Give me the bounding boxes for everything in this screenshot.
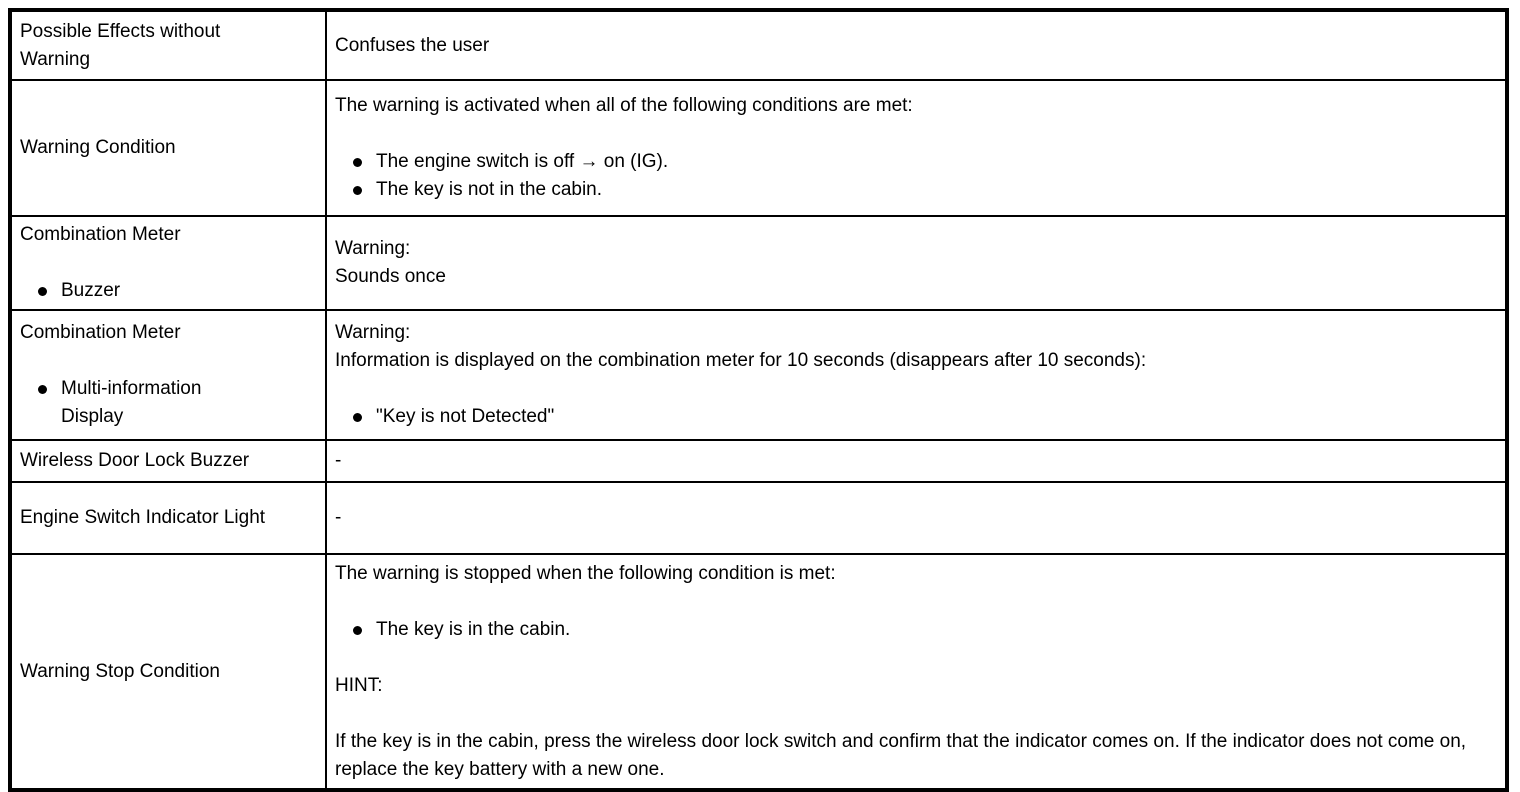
content-text-line: HINT: bbox=[335, 674, 383, 696]
content-text-line: Sounds once bbox=[335, 266, 446, 287]
row-label-cell: Warning Stop Condition bbox=[9, 553, 327, 791]
label-text-block: Wireless Door Lock Buzzer bbox=[20, 447, 272, 475]
table-row: Engine Switch Indicator Light - bbox=[9, 481, 1508, 555]
content-bullet-text: "Key is not Detected" bbox=[376, 406, 555, 427]
bullet-icon bbox=[38, 385, 47, 394]
content-text-line: Warning: bbox=[335, 322, 411, 343]
bullet-icon bbox=[353, 158, 362, 167]
row-content-cell: - bbox=[325, 481, 1508, 555]
label-text-line: Possible Effects without Warning bbox=[20, 20, 221, 70]
content-bullet-list: The key is in the cabin. bbox=[335, 616, 1497, 644]
label-bullet-text: Multi-information Display bbox=[61, 378, 202, 427]
warning-spec-table: Possible Effects without Warning Confuses… bbox=[8, 8, 1509, 792]
table-row: Wireless Door Lock Buzzer - bbox=[9, 439, 1508, 483]
label-text-block: Possible Effects without Warning bbox=[20, 18, 272, 74]
content-bullet-list: The engine switch is off → on (IG). The k… bbox=[335, 148, 1497, 204]
content-text-line: If the key is in the cabin, press the wi… bbox=[335, 730, 1467, 780]
label-text-block: Warning Condition bbox=[20, 134, 272, 162]
row-label-cell: Possible Effects without Warning bbox=[9, 9, 327, 81]
content-bullet-text: The key is in the cabin. bbox=[376, 618, 571, 640]
content-text-block: Warning: Information is displayed on the … bbox=[335, 319, 1497, 375]
bullet-icon bbox=[353, 625, 362, 635]
label-text-block: Engine Switch Indicator Light bbox=[20, 504, 272, 532]
label-text-line: Combination Meter bbox=[20, 224, 181, 245]
content-text-block: Confuses the user bbox=[335, 32, 1497, 60]
bullet-item: The key is in the cabin. bbox=[335, 616, 1497, 644]
label-text-line: Warning Condition bbox=[20, 137, 176, 158]
bullet-item: Buzzer bbox=[20, 277, 317, 305]
bullet-icon bbox=[353, 413, 362, 422]
content-text-block: HINT: bbox=[335, 672, 1497, 700]
content-text-block: If the key is in the cabin, press the wi… bbox=[335, 728, 1497, 784]
label-text-block: Warning Stop Condition bbox=[20, 658, 272, 686]
spec-table-body: Possible Effects without Warning Confuses… bbox=[9, 9, 1508, 791]
table-row: Warning Stop Condition The warning is sto… bbox=[9, 553, 1508, 791]
content-text-block: The warning is stopped when the followin… bbox=[335, 560, 1497, 588]
row-content-cell: The warning is activated when all of the… bbox=[325, 79, 1508, 217]
bullet-item: The key is not in the cabin. bbox=[335, 176, 1497, 204]
bullet-icon bbox=[38, 287, 47, 296]
label-text-block: Combination Meter bbox=[20, 319, 272, 347]
content-text-block: The warning is activated when all of the… bbox=[335, 92, 1497, 120]
label-text-line: Combination Meter bbox=[20, 322, 181, 343]
content-text-line: The warning is stopped when the followin… bbox=[335, 562, 836, 584]
content-bullet-text: The engine switch is off → on (IG). bbox=[376, 151, 669, 172]
label-text-block: Combination Meter bbox=[20, 221, 272, 249]
label-text-line: Warning Stop Condition bbox=[20, 660, 220, 682]
content-text-line: Warning: bbox=[335, 238, 411, 259]
content-text-line: Confuses the user bbox=[335, 34, 490, 56]
label-bullet-text: Buzzer bbox=[61, 280, 121, 301]
table-row: Warning Condition The warning is activate… bbox=[9, 79, 1508, 217]
content-text-block: Warning: Sounds once bbox=[335, 235, 1497, 291]
row-label-cell: Warning Condition bbox=[9, 79, 327, 217]
content-text-block: - bbox=[335, 504, 1497, 532]
row-content-cell: The warning is stopped when the followin… bbox=[325, 553, 1508, 791]
content-text-line: - bbox=[335, 450, 342, 471]
row-content-cell: Warning: Information is displayed on the … bbox=[325, 309, 1508, 441]
table-row: Possible Effects without Warning Confuses… bbox=[9, 9, 1508, 81]
label-text-line: Wireless Door Lock Buzzer bbox=[20, 450, 250, 471]
bullet-item: "Key is not Detected" bbox=[335, 403, 1497, 431]
content-text-line: Information is displayed on the combinat… bbox=[335, 350, 1147, 371]
content-text-line: The warning is activated when all of the… bbox=[335, 95, 913, 116]
content-text-line: - bbox=[335, 507, 342, 528]
row-content-cell: - bbox=[325, 439, 1508, 483]
label-bullet-list: Buzzer bbox=[20, 277, 317, 305]
bullet-icon bbox=[353, 186, 362, 195]
bullet-item: Multi-information Display bbox=[20, 375, 317, 431]
row-label-cell: Engine Switch Indicator Light bbox=[9, 481, 327, 555]
row-content-cell: Warning: Sounds once bbox=[325, 215, 1508, 311]
row-label-cell: Wireless Door Lock Buzzer bbox=[9, 439, 327, 483]
content-text-block: - bbox=[335, 447, 1497, 475]
content-bullet-list: "Key is not Detected" bbox=[335, 403, 1497, 431]
label-text-line: Engine Switch Indicator Light bbox=[20, 507, 266, 528]
content-bullet-text: The key is not in the cabin. bbox=[376, 179, 603, 200]
label-bullet-list: Multi-information Display bbox=[20, 375, 317, 431]
document-page: Possible Effects without Warning Confuses… bbox=[8, 8, 1509, 792]
row-content-cell: Confuses the user bbox=[325, 9, 1508, 81]
bullet-item: The engine switch is off → on (IG). bbox=[335, 148, 1497, 176]
